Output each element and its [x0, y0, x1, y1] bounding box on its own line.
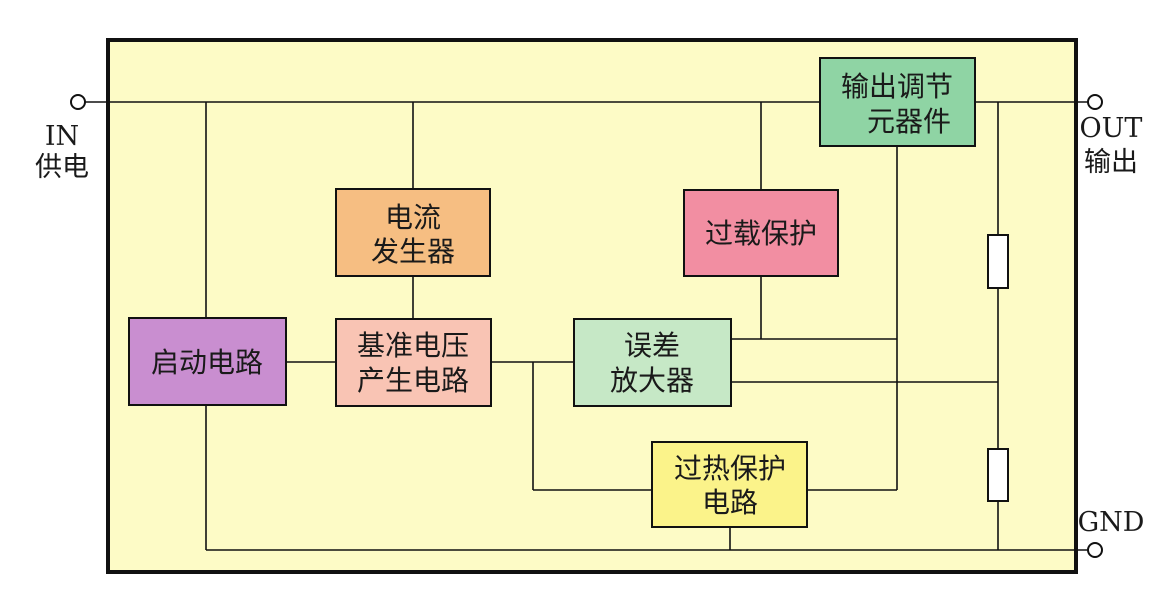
overload-protection-block: 过载保护: [683, 189, 839, 277]
thermal-protection-line2: 电路: [702, 486, 758, 519]
current-generator-block: 电流 发生器: [335, 188, 491, 277]
gnd-label: GND: [1078, 507, 1145, 538]
error-amplifier-line1: 误差: [624, 329, 680, 362]
reference-voltage-block: 基准电压 产生电路: [335, 318, 492, 407]
feedback-resistor-upper: [987, 234, 1009, 289]
current-generator-box: [335, 188, 491, 277]
thermal-protection-box: [651, 441, 808, 528]
current-generator-line1: 电流: [385, 201, 441, 234]
output-regulator-box: [819, 57, 976, 147]
out-sub-label: 输出: [1084, 147, 1138, 178]
error-amplifier-block: 误差 放大器: [573, 318, 732, 407]
gnd-terminal[interactable]: [1087, 542, 1103, 558]
in-label: IN: [45, 121, 79, 152]
error-amplifier-box: [573, 318, 732, 407]
output-regulator-line1: 输出调节: [841, 70, 953, 103]
thermal-protection-block: 过热保护 电路: [651, 441, 808, 528]
current-generator-line2: 发生器: [371, 235, 455, 268]
startup-circuit-label: 启动电路: [151, 346, 263, 379]
reference-voltage-box: [335, 318, 492, 407]
thermal-protection-line1: 过热保护: [674, 452, 786, 485]
wiring: [85, 101, 1093, 551]
error-amplifier-line2: 放大器: [610, 364, 694, 397]
out-terminal[interactable]: [1087, 94, 1103, 110]
startup-circuit-block: 启动电路: [128, 317, 287, 406]
overload-protection-box: [683, 189, 839, 277]
reference-voltage-line2: 产生电路: [357, 364, 469, 397]
overload-protection-label: 过载保护: [705, 217, 817, 250]
in-terminal[interactable]: [70, 94, 86, 110]
startup-circuit-box: [128, 317, 287, 406]
out-label: OUT: [1080, 113, 1143, 144]
output-regulator-line2: 元器件: [867, 105, 951, 138]
output-regulator-block: 输出调节 元器件: [819, 57, 976, 147]
reference-voltage-line1: 基准电压: [357, 329, 469, 362]
feedback-resistor-lower: [987, 448, 1009, 502]
in-sub-label: 供电: [35, 152, 89, 183]
